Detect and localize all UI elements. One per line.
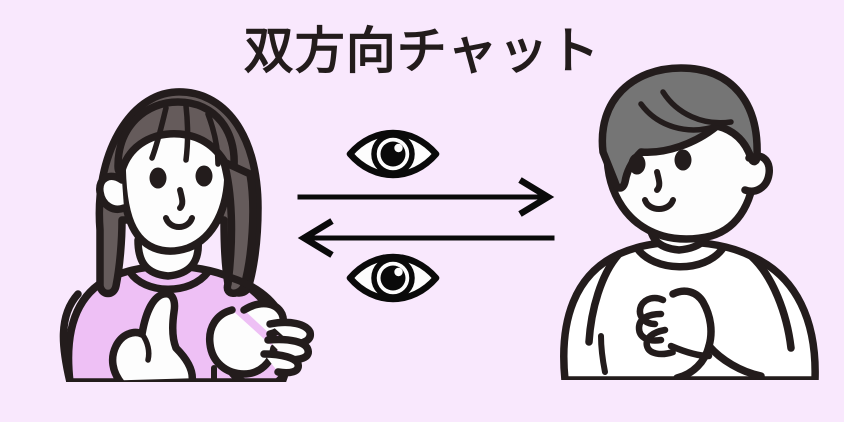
woman-eye-left (149, 167, 167, 189)
arrow-right (297, 177, 555, 217)
center-communication-group (297, 129, 555, 303)
woman-fist (108, 289, 197, 382)
woman-figure (59, 88, 315, 382)
woman-side-lock (220, 158, 257, 297)
woman-ear (96, 172, 128, 213)
woman-eye-right (195, 165, 213, 187)
arrow-left (297, 218, 555, 258)
page-title: 双方向チャット (243, 23, 601, 79)
eye-icon-bottom (346, 253, 440, 303)
man-figure (560, 64, 819, 380)
man-eye-left (628, 153, 646, 175)
eye-icon-top (346, 129, 440, 179)
man-eye-right (674, 149, 692, 171)
woman-open-hand (205, 306, 278, 378)
